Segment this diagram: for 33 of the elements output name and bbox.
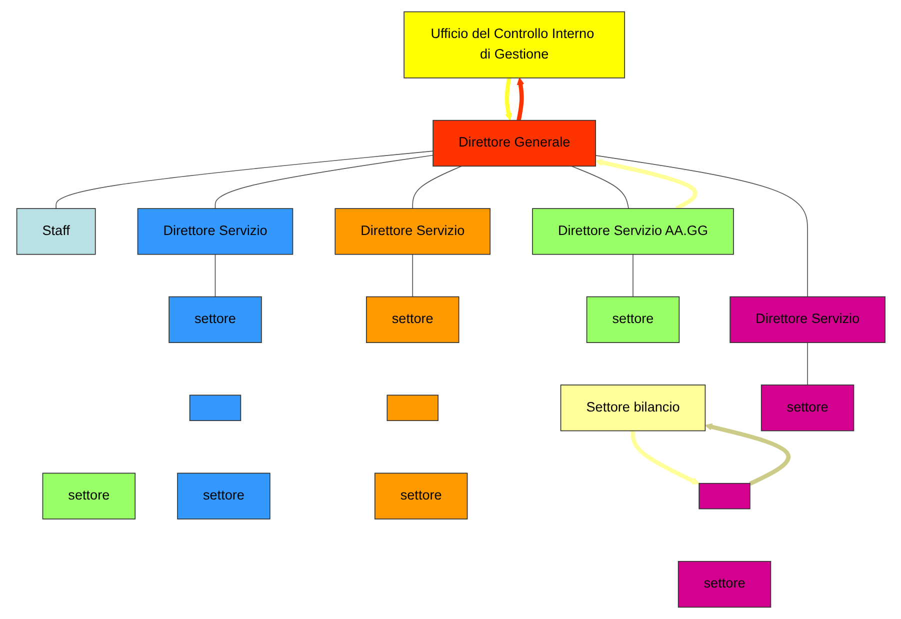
- node-box: settore: [586, 296, 680, 343]
- arrow: [630, 430, 699, 484]
- connector: [632, 254, 633, 298]
- node-box: Settore bilancio: [560, 384, 706, 432]
- connector: [806, 342, 808, 386]
- connector: [412, 166, 462, 209]
- node-box: Direttore Servizio: [334, 208, 490, 255]
- connector: [214, 154, 434, 209]
- node-box: Staff: [16, 208, 96, 255]
- node-box: Direttore Servizio AA.GG: [532, 208, 734, 255]
- arrow: [594, 158, 697, 210]
- node-box: [188, 394, 241, 422]
- node-box: settore: [760, 384, 854, 432]
- node-box: Ufficio del Controllo Interno di Gestione: [403, 11, 625, 78]
- connector: [570, 166, 629, 209]
- node-box: Direttore Servizio: [136, 208, 293, 255]
- node-box: settore: [366, 296, 459, 343]
- node-box: Direttore Servizio: [729, 296, 886, 343]
- node-box: [386, 394, 438, 422]
- node-box: Direttore Generale: [432, 120, 596, 167]
- node-box: settore: [42, 472, 136, 520]
- node-box: [698, 482, 750, 510]
- connector: [412, 254, 413, 298]
- node-box: settore: [374, 472, 468, 520]
- node-box: settore: [168, 296, 262, 343]
- arrow: [516, 78, 524, 121]
- connector: [214, 254, 216, 298]
- node-box: settore: [176, 472, 270, 520]
- arrow: [704, 423, 790, 486]
- arrow: [504, 78, 512, 121]
- connector: [55, 150, 434, 209]
- node-box: settore: [677, 560, 771, 608]
- connector: [594, 155, 808, 298]
